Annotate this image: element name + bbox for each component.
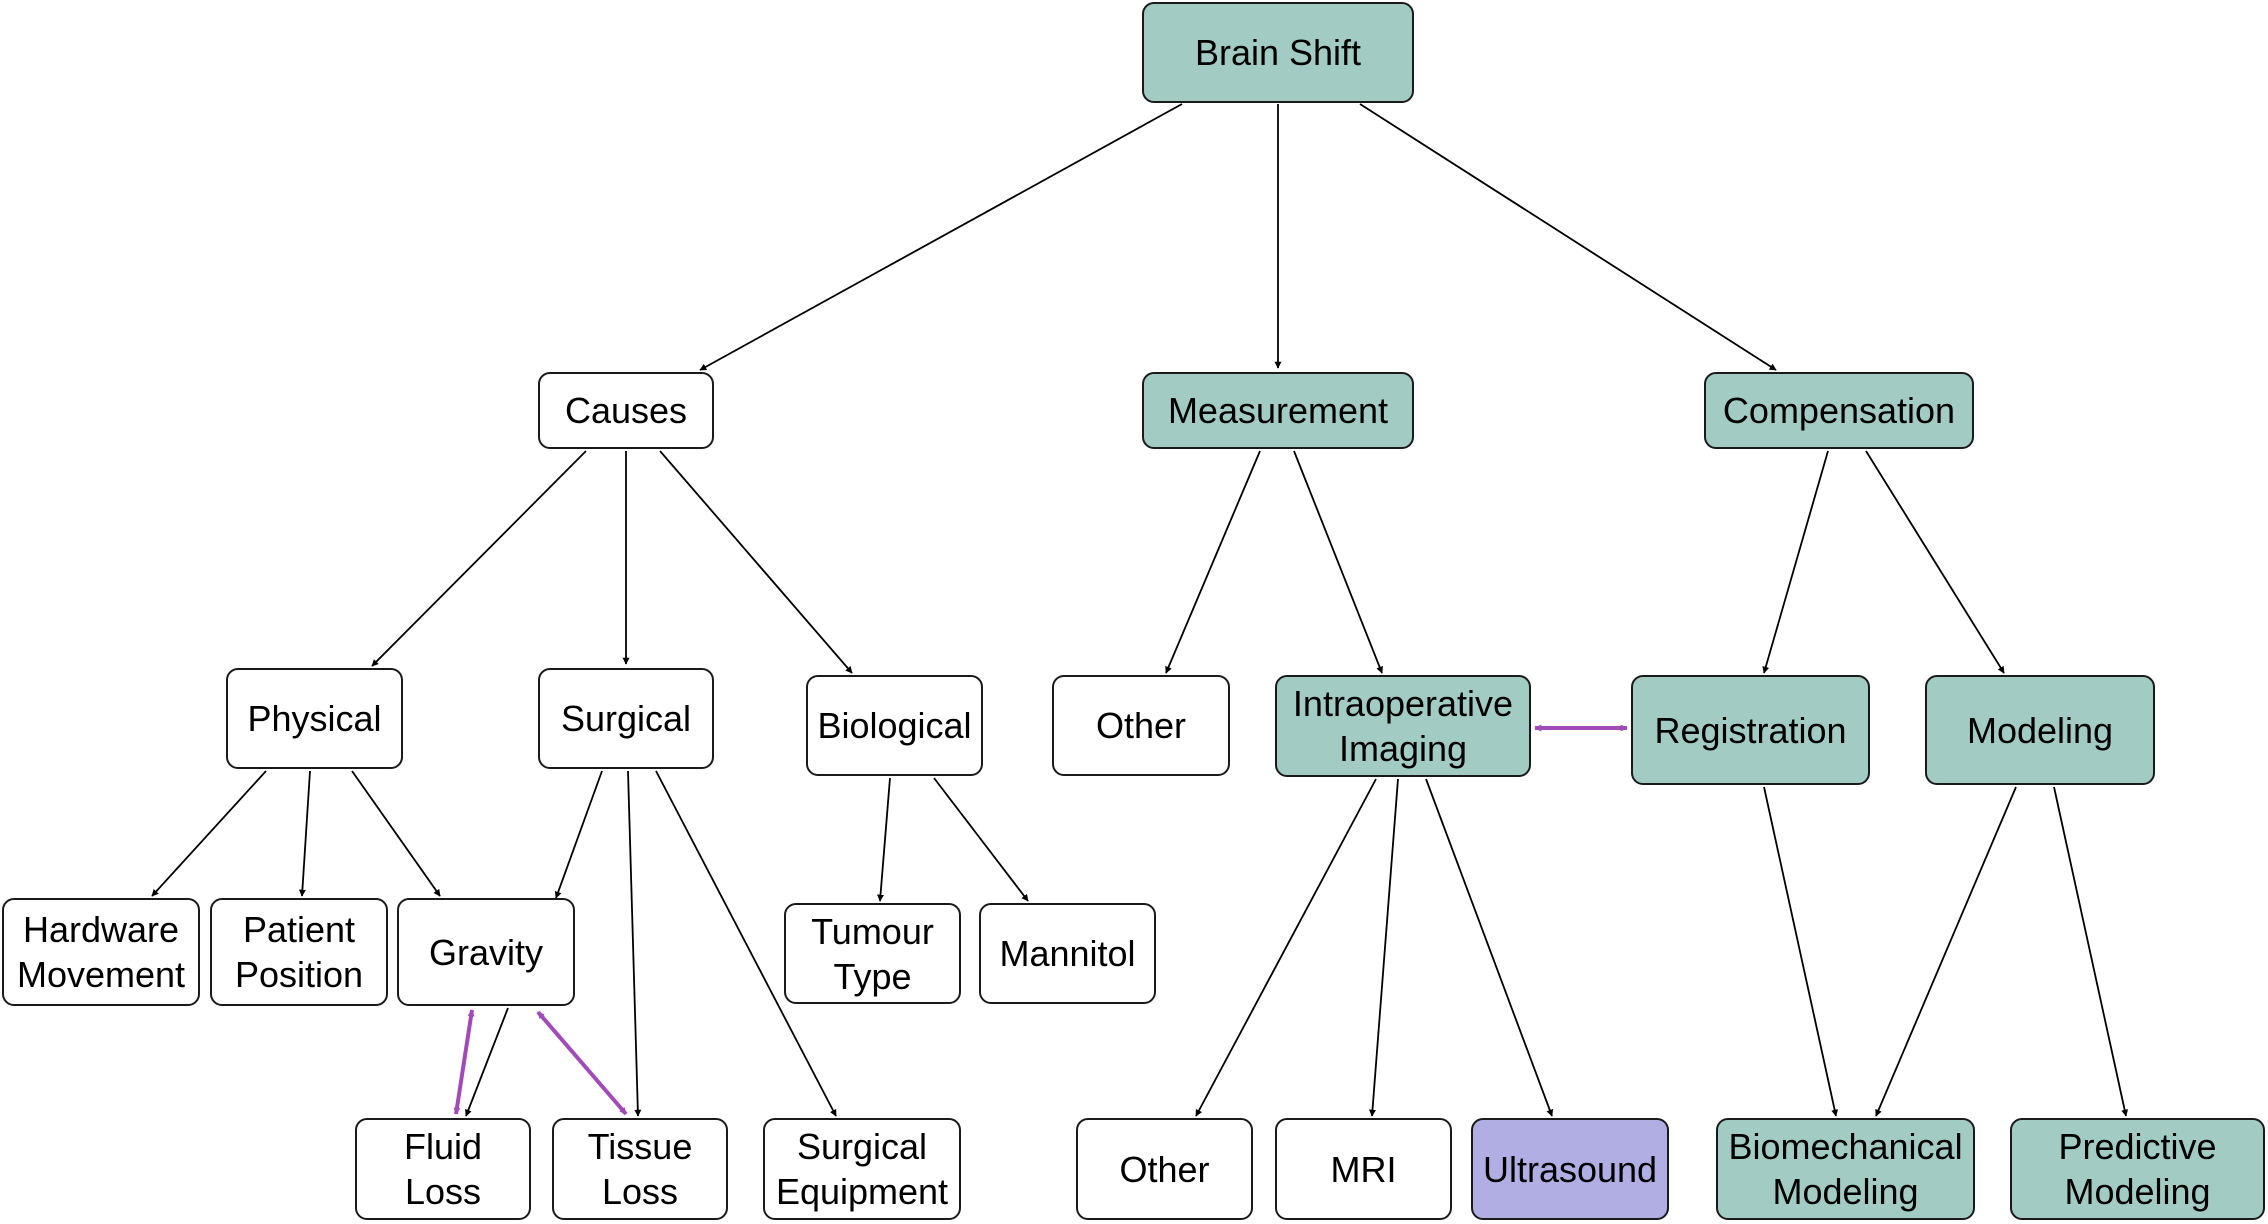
bidirectional-edge-gravity-tissue-loss bbox=[536, 1010, 628, 1116]
edge-measurement-to-intraoperative-imaging bbox=[1293, 450, 1383, 674]
node-label: Physical bbox=[247, 698, 382, 739]
edge-causes-to-physical bbox=[371, 450, 587, 667]
node-label: Biological bbox=[817, 705, 972, 746]
edge-brain-shift-to-compensation bbox=[1359, 103, 1777, 371]
node-label: Brain Shift bbox=[1194, 32, 1362, 73]
node-measurement: Measurement bbox=[1142, 372, 1414, 449]
node-label: Ultrasound bbox=[1482, 1148, 1658, 1190]
node-label: Fluid Loss bbox=[403, 1126, 483, 1212]
node-label: Surgical bbox=[560, 698, 692, 739]
node-label: Predictive Modeling bbox=[2058, 1126, 2217, 1212]
node-label: Intraoperative Imaging bbox=[1292, 683, 1514, 769]
node-predictive-modeling: Predictive Modeling bbox=[2010, 1118, 2265, 1220]
edge-intraoperative-imaging-to-other-imaging bbox=[1195, 778, 1377, 1117]
edge-brain-shift-to-causes bbox=[699, 103, 1183, 371]
node-patient-position: Patient Position bbox=[210, 898, 388, 1006]
node-label: Mannitol bbox=[999, 933, 1136, 974]
edge-physical-to-gravity bbox=[351, 770, 441, 897]
edge-intraoperative-imaging-to-mri bbox=[1368, 778, 1399, 1117]
node-gravity: Gravity bbox=[397, 898, 575, 1006]
edge-causes-to-biological bbox=[659, 450, 853, 674]
node-tissue-loss: Tissue Loss bbox=[552, 1118, 728, 1220]
edge-modeling-to-biomechanical-modeling bbox=[1875, 786, 2017, 1117]
node-label: Causes bbox=[564, 390, 688, 431]
edge-compensation-to-registration bbox=[1762, 450, 1829, 674]
node-tumour-type: Tumour Type bbox=[784, 903, 961, 1004]
node-label: Tissue Loss bbox=[587, 1126, 693, 1212]
node-fluid-loss: Fluid Loss bbox=[355, 1118, 531, 1220]
node-label: Gravity bbox=[428, 931, 543, 973]
node-label: Hardware Movement bbox=[16, 909, 186, 995]
edge-surgical-to-fluid-loss bbox=[554, 770, 603, 899]
node-causes: Causes bbox=[538, 372, 714, 449]
node-compensation: Compensation bbox=[1704, 372, 1974, 449]
node-modeling: Modeling bbox=[1925, 675, 2155, 785]
edge-physical-to-patient-position bbox=[298, 770, 311, 897]
node-label: Registration bbox=[1654, 709, 1847, 751]
node-label: MRI bbox=[1330, 1148, 1397, 1190]
edge-registration-to-biomechanical-modeling bbox=[1763, 786, 1839, 1117]
node-physical: Physical bbox=[226, 668, 403, 769]
node-mri: MRI bbox=[1275, 1118, 1452, 1220]
node-biological: Biological bbox=[806, 675, 983, 776]
node-intraoperative-imaging: Intraoperative Imaging bbox=[1275, 675, 1531, 777]
node-other-imaging: Other bbox=[1076, 1118, 1253, 1220]
node-mannitol: Mannitol bbox=[979, 903, 1156, 1004]
edge-compensation-to-modeling bbox=[1865, 450, 2005, 674]
node-other-measurement: Other bbox=[1052, 675, 1230, 776]
node-label: Modeling bbox=[1966, 709, 2114, 751]
edge-biological-to-mannitol bbox=[933, 777, 1029, 902]
node-label: Biomechanical Modeling bbox=[1728, 1126, 1963, 1212]
node-label: Other bbox=[1119, 1148, 1210, 1190]
edge-biological-to-tumour-type bbox=[877, 777, 891, 902]
edge-surgical-to-tissue-loss bbox=[627, 770, 642, 1117]
edge-measurement-to-other-measurement bbox=[1165, 450, 1261, 674]
node-label: Tumour Type bbox=[811, 910, 934, 997]
edge-physical-to-hardware-movement bbox=[151, 770, 267, 897]
node-hardware-movement: Hardware Movement bbox=[2, 898, 200, 1006]
node-label: Compensation bbox=[1722, 390, 1956, 431]
node-ultrasound: Ultrasound bbox=[1471, 1118, 1669, 1220]
node-brain-shift: Brain Shift bbox=[1142, 2, 1414, 103]
node-label: Measurement bbox=[1167, 390, 1389, 431]
edge-intraoperative-imaging-to-ultrasound bbox=[1425, 778, 1554, 1117]
node-label: Patient Position bbox=[234, 909, 364, 995]
bidirectional-edge-gravity-fluid-loss bbox=[453, 1009, 475, 1115]
node-surgical: Surgical bbox=[538, 668, 714, 769]
node-label: Other bbox=[1095, 705, 1187, 746]
node-biomechanical-modeling: Biomechanical Modeling bbox=[1716, 1118, 1975, 1220]
node-label: Surgical Equipment bbox=[775, 1126, 949, 1212]
node-registration: Registration bbox=[1631, 675, 1870, 785]
edge-modeling-to-predictive-modeling bbox=[2053, 786, 2129, 1117]
node-surgical-equipment: Surgical Equipment bbox=[763, 1118, 961, 1220]
edge-gravity-to-fluid-loss bbox=[465, 1007, 509, 1117]
